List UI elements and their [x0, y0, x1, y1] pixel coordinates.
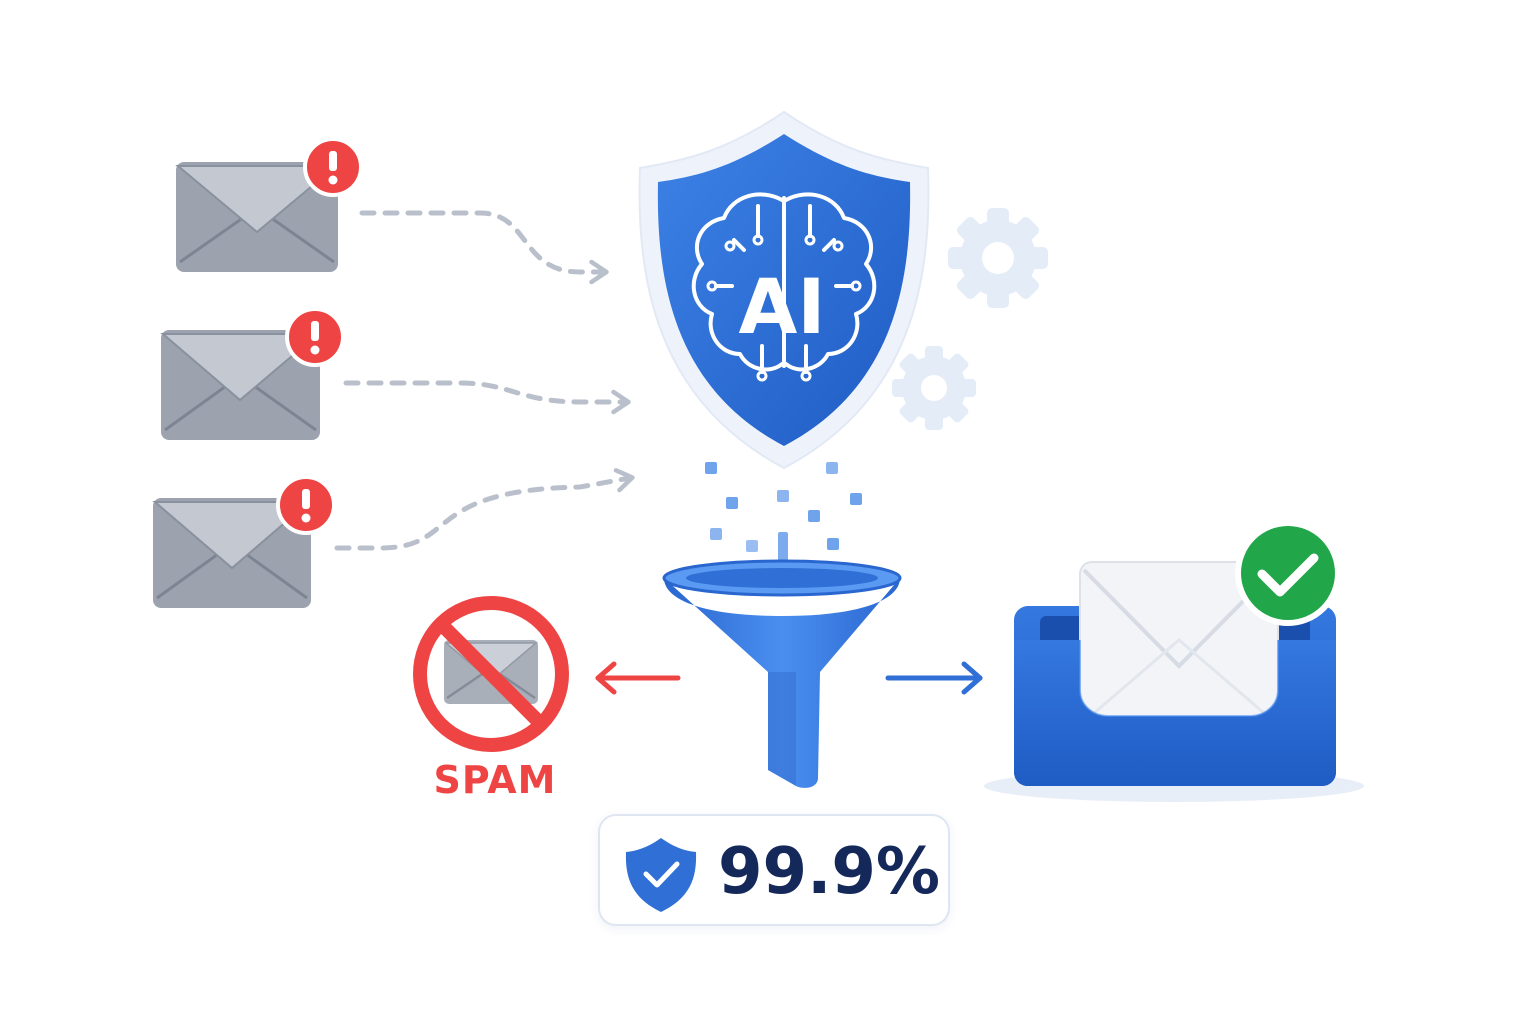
incoming-email-2	[160, 307, 345, 440]
ai-shield	[638, 110, 930, 470]
flow-arrow-1	[359, 210, 609, 285]
brain-circuit-icon	[691, 192, 877, 374]
incoming-email-3	[152, 475, 336, 608]
alert-icon	[285, 307, 345, 367]
checkmark-icon	[1235, 520, 1341, 626]
spam-label: SPAM	[433, 758, 557, 802]
funnel-icon	[662, 559, 902, 788]
envelope-icon	[152, 498, 312, 608]
flow-arrow-2	[343, 380, 631, 415]
inbox-tray	[984, 520, 1364, 802]
envelope-icon	[160, 330, 321, 440]
gear-icon	[948, 208, 1048, 308]
envelope-icon	[175, 162, 339, 272]
spam-arrow	[595, 661, 681, 695]
gear-icon	[892, 346, 976, 430]
alert-icon	[303, 137, 363, 197]
spam-blocked	[413, 596, 569, 752]
flow-arrow-3	[334, 468, 635, 551]
incoming-email-1	[175, 137, 363, 272]
ai-label: AI	[738, 262, 826, 351]
inbox-tray-icon	[1014, 640, 1336, 786]
inbox-arrow	[885, 661, 983, 695]
badge-shield-overlay	[625, 838, 697, 912]
accuracy-value: 99.9%	[718, 835, 941, 909]
data-particles	[705, 462, 862, 566]
prohibited-icon	[413, 596, 569, 752]
inbox-envelope	[1079, 561, 1279, 731]
alert-icon	[276, 475, 336, 535]
